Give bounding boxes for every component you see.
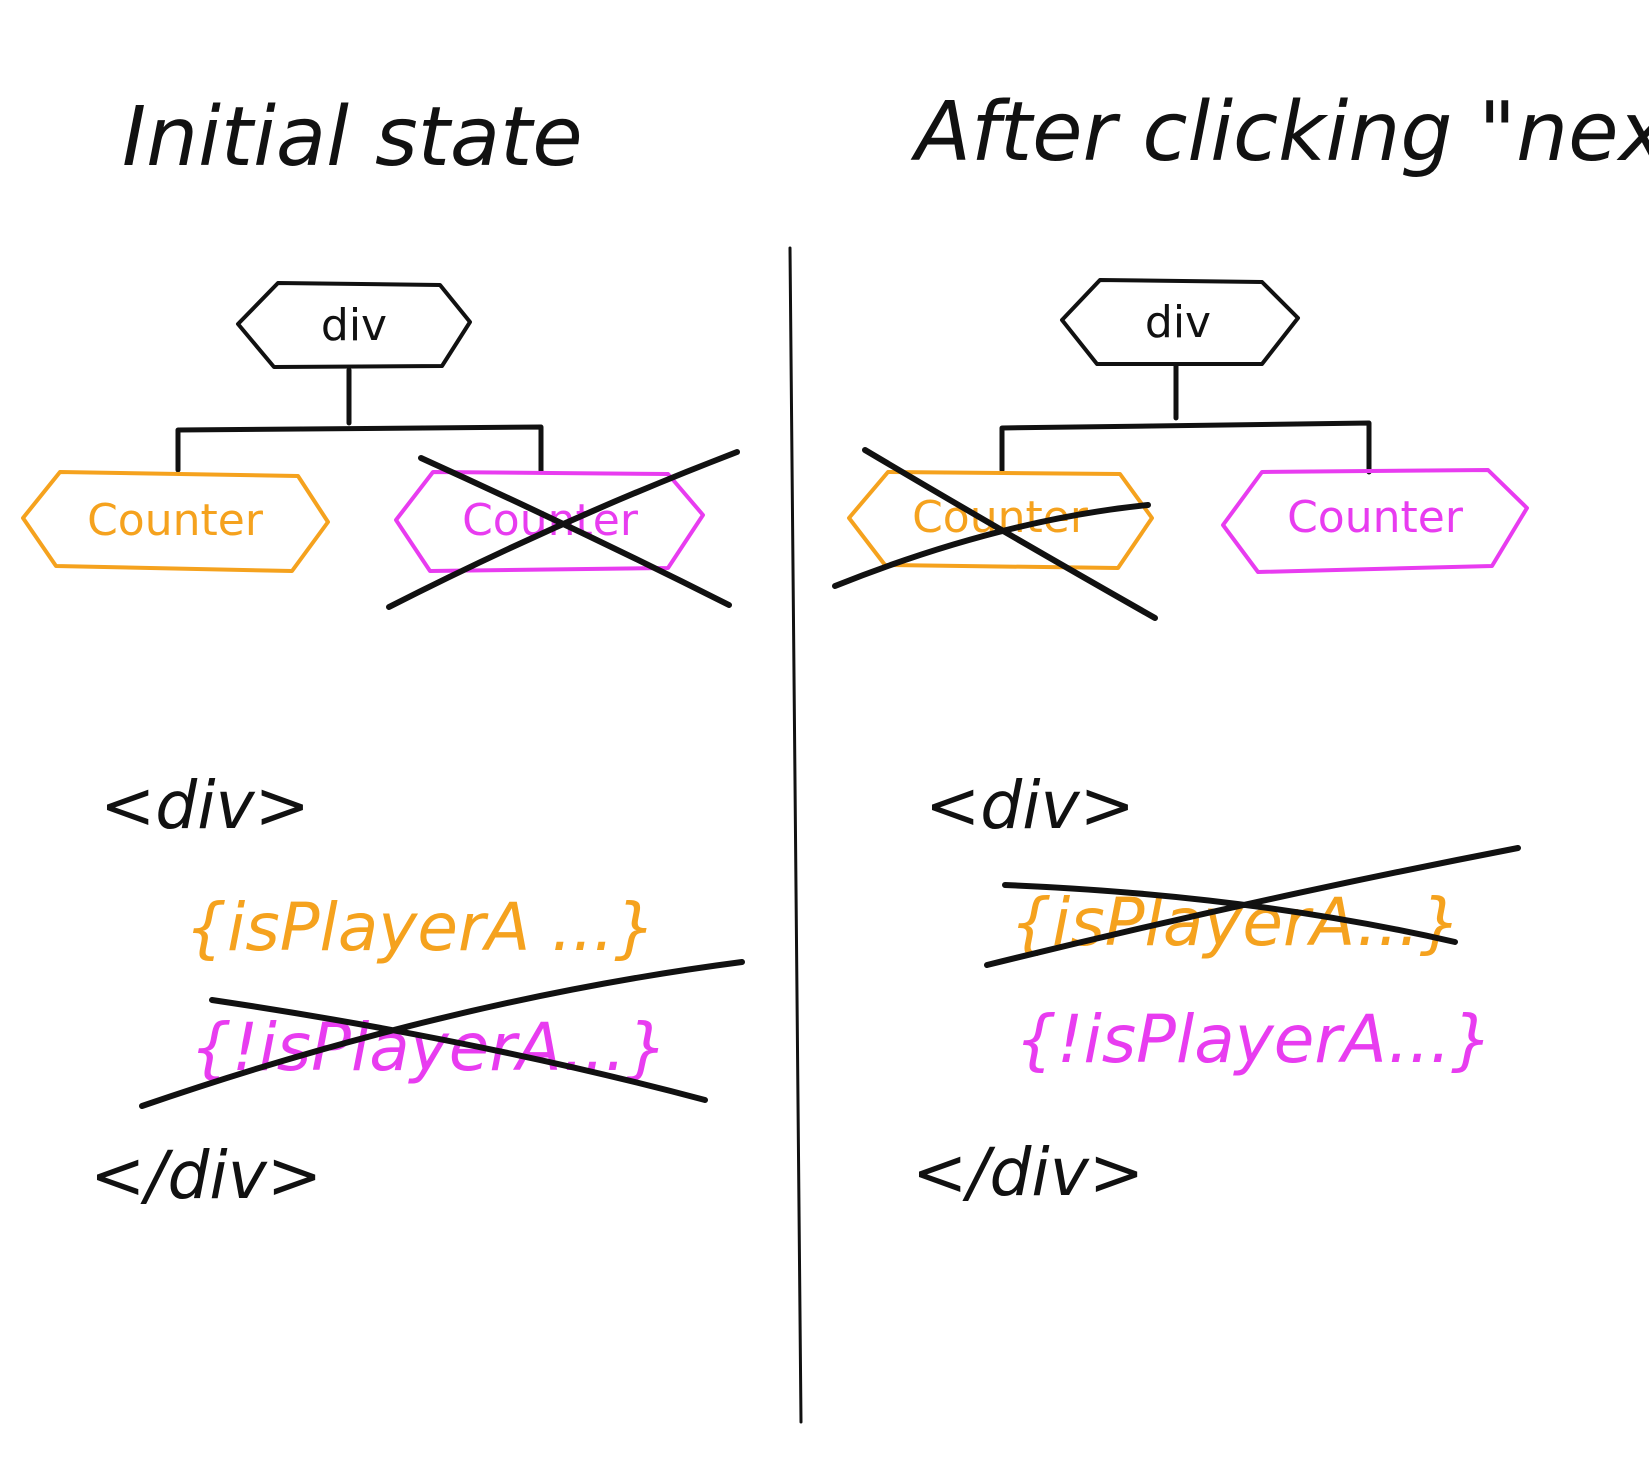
right-counter-a-node: Counter [847, 470, 1154, 570]
right-div-label: div [1145, 297, 1211, 348]
right-tree: div Counter Counter [832, 278, 1529, 621]
title-after-next: After clicking "next" [910, 85, 1649, 180]
right-code-a-cross-out [984, 845, 1521, 968]
left-code-close-tag: </div> [90, 1137, 322, 1214]
left-code-open-tag: <div> [100, 767, 310, 844]
right-tree-connector [999, 362, 1372, 475]
left-div-node: div [236, 281, 472, 369]
left-counter-b-cross-out [386, 449, 740, 610]
right-counter-b-label: Counter [1287, 492, 1464, 543]
right-code-close-tag: </div> [912, 1134, 1144, 1211]
right-counter-a-cross-out [832, 447, 1158, 621]
right-div-node: div [1060, 278, 1300, 366]
title-initial-state: Initial state [122, 90, 583, 185]
left-div-label: div [321, 300, 387, 351]
panel-divider [788, 246, 803, 1424]
right-counter-b-node: Counter [1221, 468, 1529, 574]
left-counter-a-node: Counter [21, 470, 330, 573]
right-code: <div> {isPlayerA...} {!isPlayerA...} </d… [912, 767, 1521, 1211]
left-counter-a-label: Counter [87, 495, 264, 546]
left-code: <div> {isPlayerA ...} {!isPlayerA...} </… [90, 767, 745, 1214]
left-tree-connector [175, 367, 544, 475]
right-code-open-tag: <div> [925, 767, 1135, 844]
left-code-player-a: {isPlayerA ...} [185, 889, 656, 966]
right-code-player-a: {isPlayerA...} [1010, 884, 1461, 961]
left-code-b-cross-out [139, 959, 745, 1109]
right-code-not-player-a: {!isPlayerA...} [1015, 1001, 1493, 1078]
left-tree: div Counter Counter [21, 281, 740, 610]
